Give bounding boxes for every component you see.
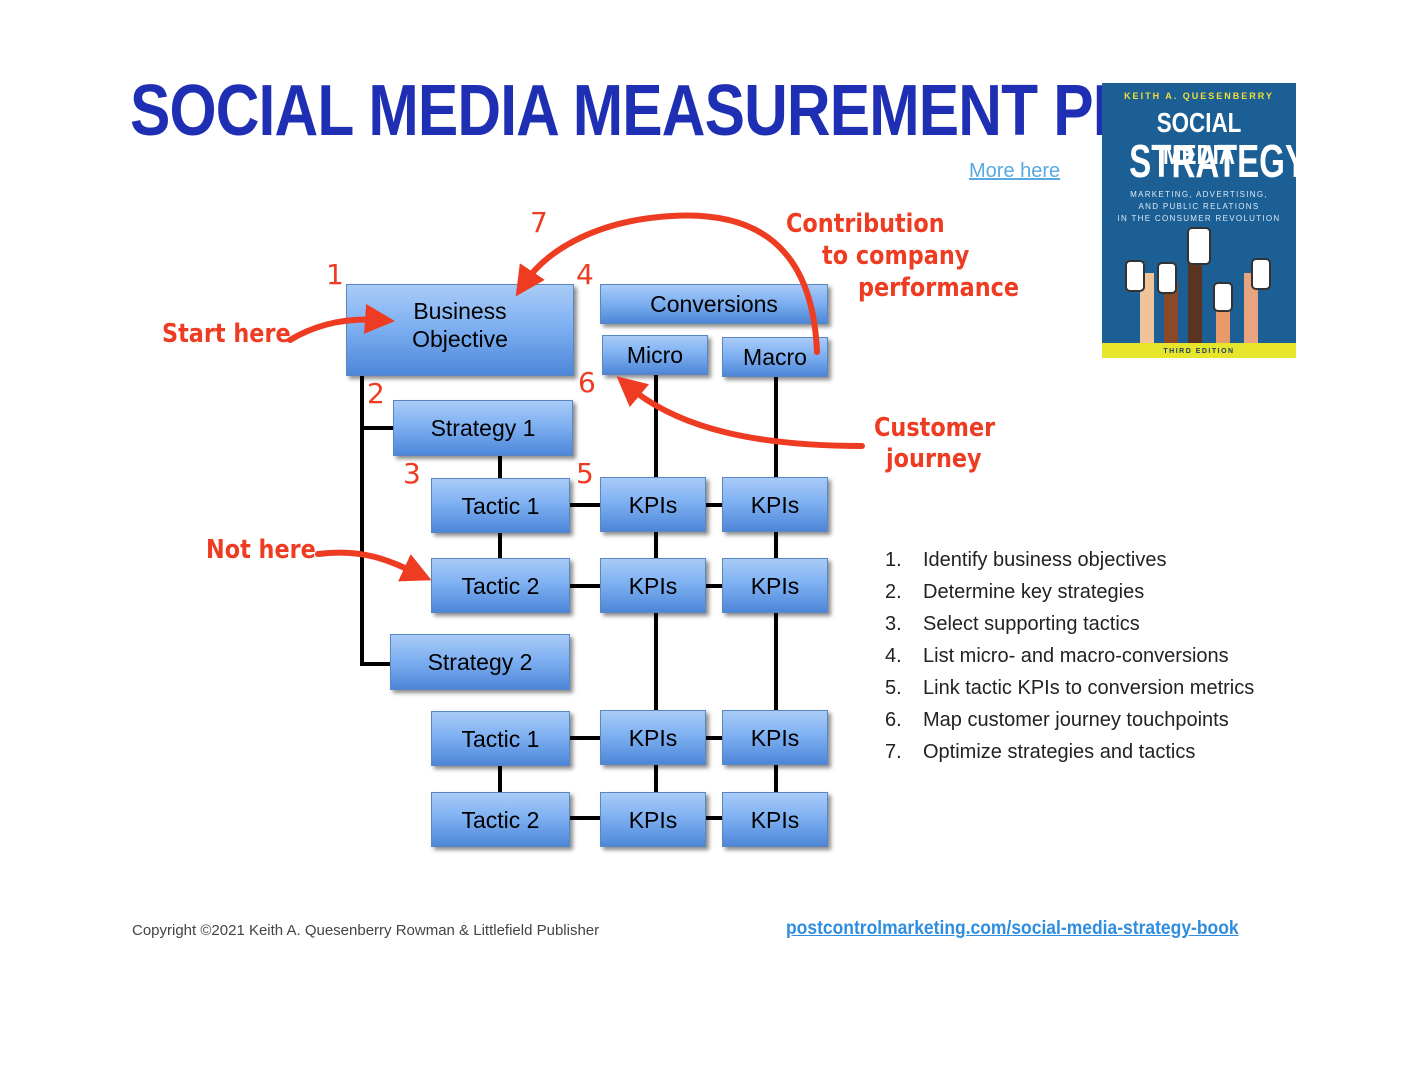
macro-box: Macro	[722, 337, 828, 377]
step-number-3: 3	[403, 457, 421, 490]
kpis-box: KPIs	[722, 710, 828, 765]
list-item: 7. Optimize strategies and tactics	[885, 738, 1254, 770]
business-objective-label-line1: Business	[413, 298, 507, 324]
step-number-1: 1	[326, 258, 344, 291]
business-objective-label-line2: Objective	[412, 326, 508, 352]
step-number-7: 7	[530, 206, 548, 239]
contribution-label-line1: Contribution	[786, 209, 945, 239]
list-item-number: 1.	[885, 549, 902, 571]
book-subtitle: MARKETING, ADVERTISING, AND PUBLIC RELAT…	[1108, 189, 1290, 225]
kpis-box: KPIs	[722, 558, 828, 613]
tactic-2-box: Tactic 2	[431, 558, 570, 613]
kpis-box: KPIs	[722, 477, 828, 532]
list-item-number: 3.	[885, 613, 902, 635]
list-item-number: 4.	[885, 645, 902, 667]
book-edition-band	[1102, 343, 1296, 358]
kpis-box: KPIs	[600, 477, 706, 532]
list-item-text: Link tactic KPIs to conversion metrics	[923, 677, 1255, 699]
step-number-4: 4	[576, 258, 594, 291]
contribution-label-line3: performance	[858, 273, 1020, 303]
list-item-text: Optimize strategies and tactics	[923, 741, 1196, 763]
customer-journey-arrow	[616, 376, 865, 449]
list-item-text: Determine key strategies	[923, 581, 1145, 603]
step-number-5: 5	[576, 457, 594, 490]
kpis-box: KPIs	[600, 792, 706, 847]
list-item: 2. Determine key strategies	[885, 578, 1254, 610]
book-cover-image[interactable]: KEITH A. QUESENBERRY SOCIAL MEDIA STRATE…	[1102, 83, 1296, 358]
copyright-text: Copyright ©2021 Keith A. Quesenberry Row…	[132, 922, 600, 939]
list-item: 4. List micro- and macro-conversions	[885, 642, 1254, 674]
book-author: KEITH A. QUESENBERRY	[1124, 91, 1274, 101]
list-item-number: 7.	[885, 741, 902, 763]
start-here-arrow	[287, 303, 395, 343]
micro-box: Micro	[602, 335, 708, 375]
contribution-arrow	[515, 212, 820, 355]
book-subtitle-line2: AND PUBLIC RELATIONS	[1138, 202, 1260, 211]
kpis-box: KPIs	[722, 792, 828, 847]
more-here-link[interactable]: More here	[969, 160, 1061, 182]
book-edition: THIRD EDITION	[1163, 348, 1235, 355]
list-item: 1. Identify business objectives	[885, 546, 1254, 578]
list-item: 5. Link tactic KPIs to conversion metrics	[885, 674, 1254, 706]
list-item: 6. Map customer journey touchpoints	[885, 706, 1254, 738]
list-item-text: List micro- and macro-conversions	[923, 645, 1229, 667]
book-title-line1: SOCIAL MEDIA	[1156, 107, 1242, 170]
customer-journey-label-line2: journey	[886, 444, 982, 474]
list-item: 3. Select supporting tactics	[885, 610, 1254, 642]
book-title-line2: STRATEGY	[1129, 135, 1296, 187]
step-number-6: 6	[578, 366, 596, 399]
step-number-2: 2	[367, 377, 385, 410]
list-item-text: Map customer journey touchpoints	[923, 709, 1229, 731]
kpis-box: KPIs	[600, 558, 706, 613]
not-here-arrow	[315, 549, 432, 582]
tactic-1-box: Tactic 1	[431, 478, 570, 533]
conversions-box: Conversions	[600, 284, 828, 324]
start-here-label: Start here	[162, 319, 291, 349]
customer-journey-label-line1: Customer	[874, 413, 996, 443]
book-subtitle-line1: MARKETING, ADVERTISING,	[1130, 190, 1268, 199]
strategy-1-box: Strategy 1	[393, 400, 573, 456]
list-item-number: 5.	[885, 677, 902, 699]
kpis-box: KPIs	[600, 710, 706, 765]
tactic-1-box: Tactic 1	[431, 711, 570, 766]
list-item-text: Select supporting tactics	[923, 613, 1140, 635]
tactic-2-box: Tactic 2	[431, 792, 570, 847]
list-item-number: 2.	[885, 581, 902, 603]
book-url-link[interactable]: postcontrolmarketing.com/social-media-st…	[786, 918, 1239, 939]
book-subtitle-line3: IN THE CONSUMER REVOLUTION	[1117, 214, 1281, 223]
strategy-2-box: Strategy 2	[390, 634, 570, 690]
not-here-label: Not here	[206, 535, 316, 565]
steps-list: 1. Identify business objectives 2. Determi…	[885, 546, 1254, 770]
contribution-label-line2: to company	[822, 241, 970, 271]
list-item-text: Identify business objectives	[923, 549, 1167, 571]
raised-hands-illustration	[1125, 227, 1271, 353]
list-item-number: 6.	[885, 709, 902, 731]
